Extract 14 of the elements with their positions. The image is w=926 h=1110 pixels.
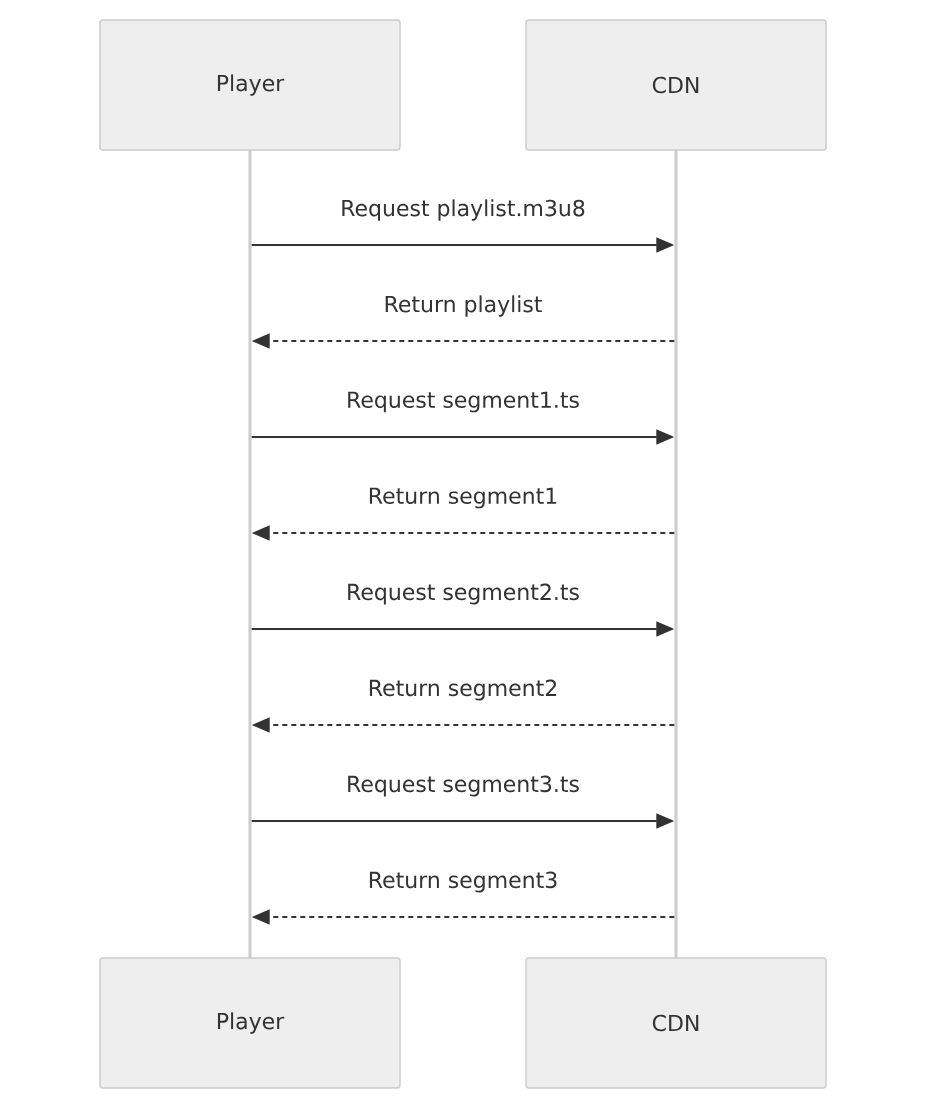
participant-box: Player (99, 19, 401, 151)
participant-box: CDN (525, 19, 827, 151)
lifeline (674, 150, 678, 958)
participant-box: CDN (525, 957, 827, 1089)
message-label: Request segment2.ts (348, 583, 579, 605)
message-label: Return playlist (385, 295, 542, 317)
lifeline (248, 150, 252, 958)
message-label: Request segment3.ts (348, 775, 579, 797)
message-label: Return segment1 (369, 487, 557, 509)
message-label: Return segment3 (369, 871, 557, 893)
message-label: Return segment2 (369, 679, 557, 701)
message-label: Request segment1.ts (348, 391, 579, 413)
message-label: Request playlist.m3u8 (342, 199, 585, 221)
participant-box: Player (99, 957, 401, 1089)
